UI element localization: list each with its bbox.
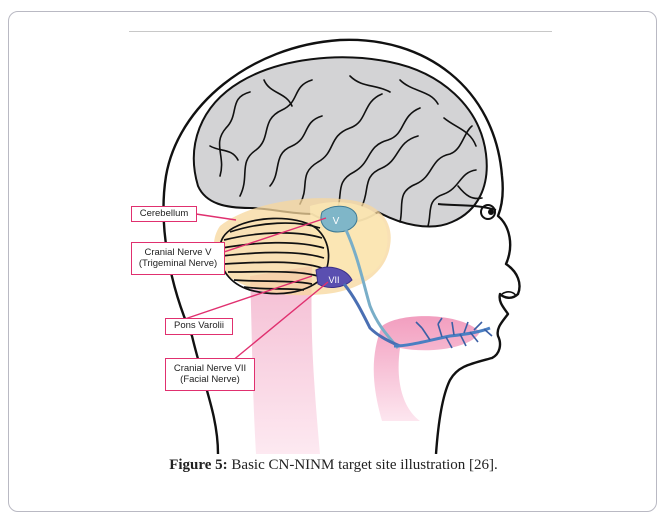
caption-text: Basic CN-NINM target site illustration [… [228,457,498,473]
label-cranial-nerve-v: Cranial Nerve V (Trigeminal Nerve) [131,242,225,275]
caption-label: Figure 5: [169,457,227,473]
label-cranial-nerve-vii: Cranial Nerve VII (Facial Nerve) [165,358,255,391]
top-rule [129,31,552,32]
marker-vii: VII [328,275,339,285]
marker-v: V [333,216,340,227]
label-cerebellum: Cerebellum [131,206,197,222]
label-pons-varolii: Pons Varolii [165,318,233,335]
figure-caption: Figure 5: Basic CN-NINM target site illu… [0,457,667,474]
